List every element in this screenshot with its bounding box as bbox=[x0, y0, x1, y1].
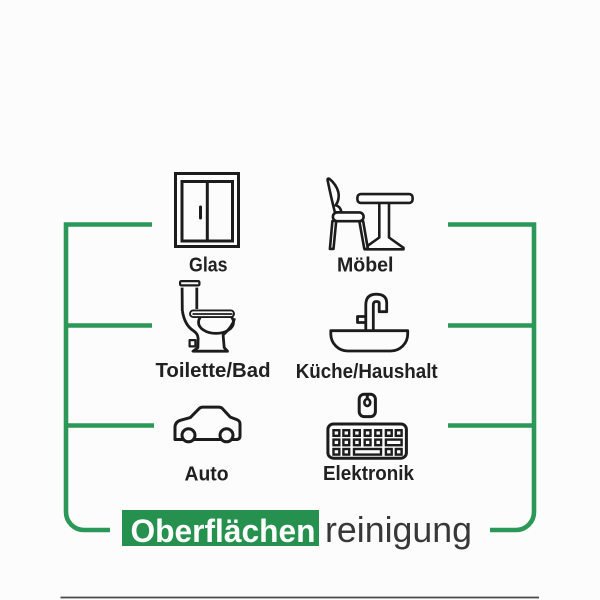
svg-text:Elektronik: Elektronik bbox=[323, 463, 415, 485]
svg-text:Auto: Auto bbox=[185, 464, 229, 486]
svg-text:Oberflächen: Oberflächen bbox=[131, 513, 316, 549]
svg-text:Küche/Haushalt: Küche/Haushalt bbox=[296, 361, 438, 383]
svg-text:Toilette/Bad: Toilette/Bad bbox=[156, 360, 271, 382]
svg-text:Glas: Glas bbox=[189, 255, 228, 277]
svg-text:reinigung: reinigung bbox=[325, 509, 472, 550]
svg-text:Möbel: Möbel bbox=[337, 255, 394, 277]
